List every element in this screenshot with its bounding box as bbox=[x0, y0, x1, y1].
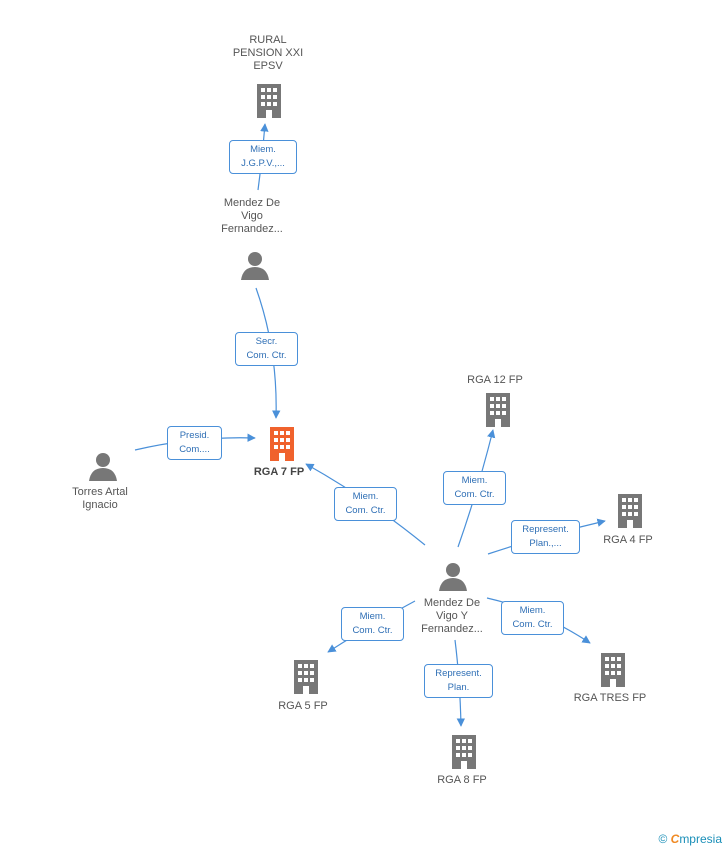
node-label-rga5: RGA 5 FP bbox=[278, 700, 328, 712]
building-icon[interactable] bbox=[290, 660, 322, 699]
edge-label-e5[interactable]: Miem. Com. Ctr. bbox=[443, 471, 506, 505]
person-icon[interactable] bbox=[240, 250, 270, 285]
node-label-torres: Torres Artal Ignacio bbox=[72, 486, 128, 511]
footer-brand: © Cmpresia bbox=[658, 832, 722, 846]
node-label-mendez-center: Mendez De Vigo Y Fernandez... bbox=[421, 597, 483, 635]
edge-label-e4[interactable]: Miem. Com. Ctr. bbox=[334, 487, 397, 521]
brand-name: mpresia bbox=[679, 832, 722, 846]
brand-initial: C bbox=[670, 832, 680, 846]
building-icon[interactable] bbox=[253, 84, 285, 123]
edge-label-e1[interactable]: Miem. J.G.P.V.,... bbox=[229, 140, 297, 174]
node-label-rgatres: RGA TRES FP bbox=[573, 692, 647, 704]
edge-label-e8[interactable]: Represent. Plan. bbox=[424, 664, 493, 698]
node-label-mendez-top: Mendez De Vigo Fernandez... bbox=[221, 197, 283, 235]
edge-label-e2[interactable]: Secr. Com. Ctr. bbox=[235, 332, 298, 366]
building-icon-main[interactable] bbox=[266, 427, 298, 466]
node-label-rga4: RGA 4 FP bbox=[603, 534, 653, 546]
building-icon[interactable] bbox=[614, 494, 646, 533]
building-icon[interactable] bbox=[482, 393, 514, 432]
node-label-rga12: RGA 12 FP bbox=[467, 374, 523, 386]
node-label-rga7: RGA 7 FP bbox=[253, 466, 305, 478]
copyright-symbol: © bbox=[658, 832, 668, 846]
edge-label-e7[interactable]: Miem. Com. Ctr. bbox=[341, 607, 404, 641]
edge-label-e9[interactable]: Miem. Com. Ctr. bbox=[501, 601, 564, 635]
node-label-rga8: RGA 8 FP bbox=[437, 774, 487, 786]
person-icon[interactable] bbox=[88, 451, 118, 486]
edge-label-e6[interactable]: Represent. Plan.,... bbox=[511, 520, 580, 554]
edge-label-e3[interactable]: Presid. Com.... bbox=[167, 426, 222, 460]
person-icon[interactable] bbox=[438, 561, 468, 596]
building-icon[interactable] bbox=[448, 735, 480, 774]
node-label-rural-pension: RURAL PENSION XXI EPSV bbox=[232, 34, 304, 72]
building-icon[interactable] bbox=[597, 653, 629, 692]
